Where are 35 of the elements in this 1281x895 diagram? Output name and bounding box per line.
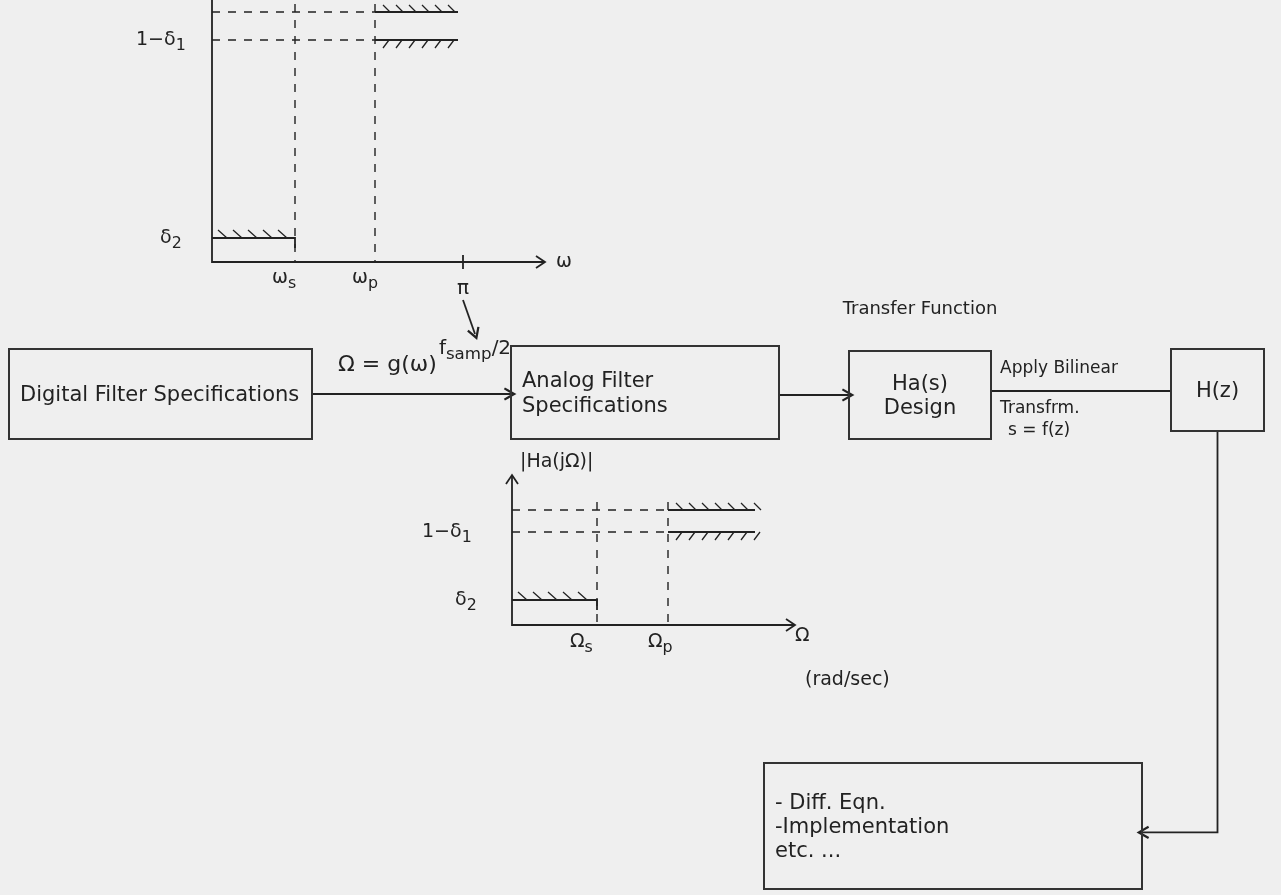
process-box xyxy=(8,348,313,440)
note-text: Transfrm. xyxy=(1000,398,1080,417)
tick-label: ω$_{s}$ xyxy=(272,266,297,292)
axis-label: |Ha(jΩ)| xyxy=(520,450,594,471)
box-text: Digital Filter Specifications xyxy=(20,381,301,407)
edge-label: Ω = g(ω) xyxy=(338,352,437,377)
arrow xyxy=(312,387,516,401)
connector-line xyxy=(991,390,1171,392)
caption-text: Transfer Function xyxy=(841,298,999,318)
axis-label: Ω xyxy=(795,624,810,645)
process-box xyxy=(1170,348,1265,432)
axis-label: ω xyxy=(556,250,572,271)
tick-label: ω$_{p}$ xyxy=(352,266,378,292)
tick-label: Ω$_{s}$ xyxy=(570,630,593,656)
math-text: π xyxy=(452,274,474,300)
box-text: Ha(s) Design xyxy=(882,370,958,420)
unit-label: (rad/sec) xyxy=(805,668,890,689)
arrow xyxy=(779,388,854,402)
process-box xyxy=(510,345,780,440)
box-text: etc. ... xyxy=(775,838,843,863)
box-text: H(z) xyxy=(1194,377,1241,403)
axis-label: δ$_{2}$ xyxy=(160,226,182,252)
process-box xyxy=(848,350,992,440)
edge-label: Apply Bilinear xyxy=(1000,358,1118,377)
box-text: Analog Filter Specifications xyxy=(522,368,669,417)
axis-label: 1−δ$_{1}$ xyxy=(422,520,472,546)
formula-text: s = f(z) xyxy=(1008,420,1071,439)
arrow xyxy=(1137,431,1219,840)
box-text: -Implementation xyxy=(775,813,951,839)
axis-label: δ$_{2}$ xyxy=(455,588,477,614)
axis-label: 1−δ$_{1}$ xyxy=(136,28,186,54)
note-box xyxy=(763,762,1143,890)
tick-label: Ω$_{p}$ xyxy=(648,630,673,656)
arrow xyxy=(462,299,480,340)
box-text: - Diff. Eqn. xyxy=(775,789,887,814)
